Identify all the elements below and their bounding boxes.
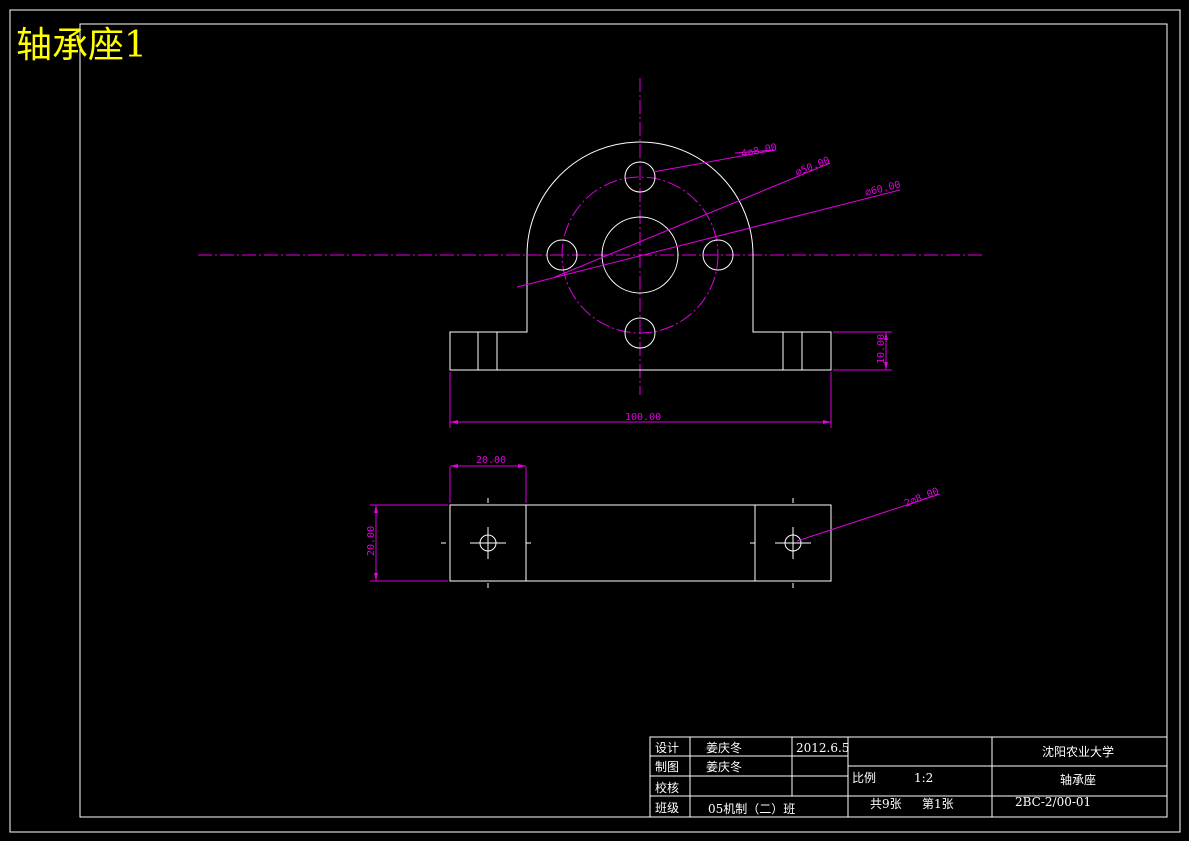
title-block-frame <box>649 736 1168 818</box>
arrow-top-width-left <box>450 464 458 468</box>
tb-school: 沈阳农业大学 <box>1042 744 1114 759</box>
leader-2x-holes <box>796 493 941 542</box>
hole-left <box>546 239 578 271</box>
leader-4x-holes <box>652 149 776 173</box>
bearing-body-outline <box>449 141 832 371</box>
tb-sheets-total: 共9张 <box>870 797 902 811</box>
tb-class-label: 班级 <box>655 801 679 815</box>
bolt-circle <box>561 176 719 334</box>
tb-class-value: 05机制（二）班 <box>708 802 795 816</box>
dim-base-height: 10.00 <box>876 334 887 364</box>
leader-4x-holes-shelf <box>734 149 776 154</box>
tb-design-label: 设计 <box>655 741 679 755</box>
dim-base-width: 100.00 <box>625 412 661 423</box>
tb-scale-label: 比例 <box>852 771 876 785</box>
dim-top-depth: 20.00 <box>366 526 377 556</box>
arrow-base-height-bottom <box>884 362 888 370</box>
leader-bolt-circle <box>554 162 831 278</box>
bore-circle <box>601 216 679 294</box>
inner-drawing-frame <box>79 23 1168 818</box>
hole-top <box>624 161 656 193</box>
arrow-top-depth-bottom <box>374 573 378 581</box>
tb-scale-value: 1:2 <box>914 771 933 785</box>
arrow-base-width-left <box>450 420 458 424</box>
tb-check-label: 校核 <box>655 780 679 795</box>
tb-part-name: 轴承座 <box>1060 772 1096 787</box>
title-block: 设计 姜庆冬 2012.6.5 制图 姜庆冬 校核 班级 05机制（二）班 比例… <box>649 736 1168 818</box>
arrow-top-width-right <box>518 464 526 468</box>
tb-design-date: 2012.6.5 <box>796 741 849 755</box>
top-view-outline <box>449 504 832 582</box>
tb-sheet-no: 第1张 <box>922 797 954 811</box>
arrow-top-depth-top <box>374 505 378 513</box>
dim-bore: ⌀60.00 <box>864 179 902 198</box>
hole-right <box>702 239 734 271</box>
dim-2x-holes: 2⌀8.00 <box>903 486 941 510</box>
dim-bolt-circle: ⌀50.00 <box>794 155 832 179</box>
tb-drawing-no: 2BC-2/00-01 <box>1015 795 1091 809</box>
front-view: 4⌀8.00 ⌀50.00 ⌀60.00 10.00 100.00 <box>198 78 985 428</box>
top-view: 20.00 20.00 2⌀8.00 <box>366 455 941 588</box>
tb-drawn-name: 姜庆冬 <box>706 759 742 774</box>
tb-drawn-label: 制图 <box>655 760 679 774</box>
arrow-base-height-top <box>884 332 888 340</box>
arrow-base-width-right <box>823 420 831 424</box>
outer-sheet-border <box>9 9 1181 833</box>
leader-bore <box>516 189 901 288</box>
hole-bottom <box>624 317 656 349</box>
dim-4x-holes: 4⌀8.00 <box>740 142 778 160</box>
tb-design-name: 姜庆冬 <box>706 740 742 755</box>
dim-top-width: 20.00 <box>476 455 506 466</box>
drawing-title: 轴承座1 <box>16 25 147 66</box>
